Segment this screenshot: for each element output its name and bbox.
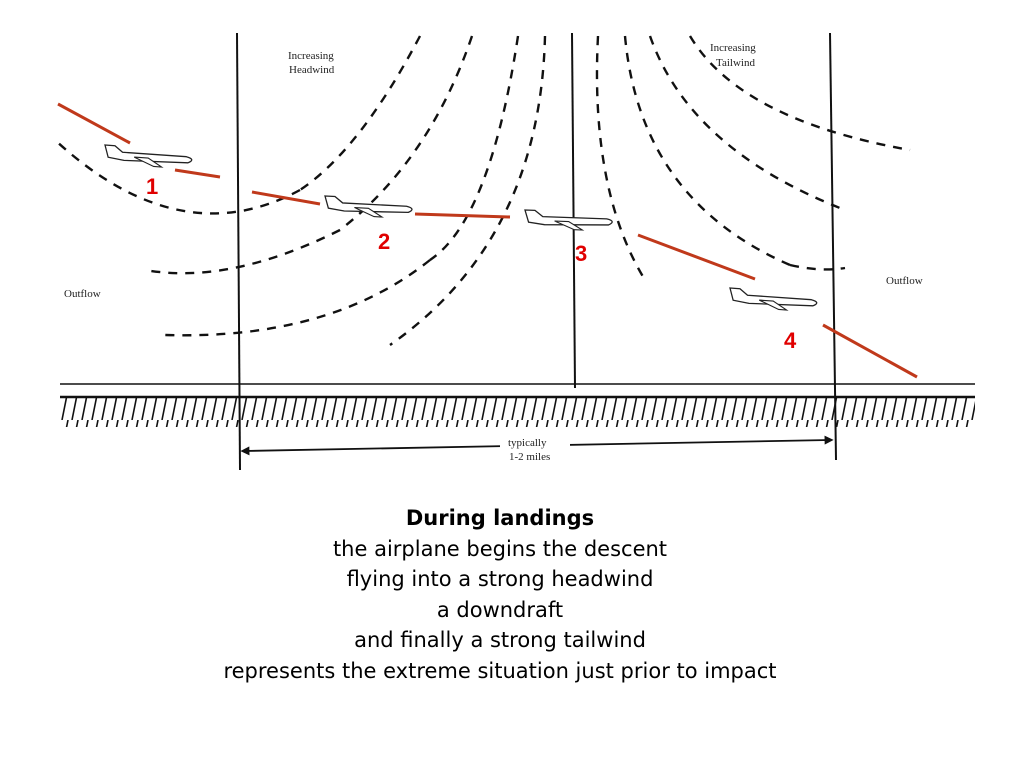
flight-path-segment: [174, 168, 221, 179]
position-number-2: 2: [378, 229, 390, 254]
downdraft-arrow: [648, 35, 846, 212]
airplane-icon: [729, 287, 818, 311]
caption-line: flying into a strong headwind: [346, 567, 654, 591]
flight-path-segment: [414, 212, 511, 219]
position-number-1: 1: [146, 174, 158, 199]
headwind-label-line1: Increasing: [288, 50, 334, 62]
headwind-label-line2: Headwind: [289, 64, 335, 76]
downdraft-arrow: [389, 35, 547, 346]
ground: [60, 383, 975, 427]
position-number-4: 4: [784, 328, 797, 353]
outflow-label-right: Outflow: [886, 275, 923, 287]
position-number-3: 3: [575, 241, 587, 266]
outflow-arrow: [54, 139, 301, 215]
boundary-line-right: [829, 32, 837, 461]
flight-path-segment: [57, 102, 131, 145]
downdraft-arrow: [299, 35, 422, 191]
outflow-label-left: Outflow: [64, 288, 101, 300]
wind-flow-arrows: [54, 35, 911, 346]
caption: During landings the airplane begins the …: [0, 503, 1000, 686]
distance-label-line1: typically: [508, 437, 547, 449]
downdraft-arrow: [339, 35, 474, 231]
caption-line: represents the extreme situation just pr…: [223, 658, 777, 683]
flight-path-segment: [637, 233, 756, 281]
flight-path-segment: [251, 190, 321, 206]
tailwind-label-line1: Increasing: [710, 42, 756, 54]
airplane-icon: [104, 144, 193, 168]
tailwind-label-line2: Tailwind: [716, 57, 755, 69]
boundary-line-center: [571, 32, 576, 389]
zone-boundaries: [236, 32, 837, 471]
caption-line: the airplane begins the descent: [332, 536, 668, 561]
downdraft-arrow: [595, 35, 647, 281]
downdraft-arrow: [688, 35, 911, 152]
microburst-diagram: 1 2 3 4 Increasing Headwind Increasing T…: [54, 32, 975, 471]
flight-path-segment: [822, 323, 918, 379]
boundary-line-left: [236, 32, 241, 471]
flight-path: [57, 102, 918, 379]
distance-label-line2: 1-2 miles: [509, 451, 550, 463]
airplane-icon: [324, 195, 413, 218]
distance-dimension: typically 1-2 miles: [240, 435, 834, 463]
airplane-icon: [524, 209, 613, 231]
caption-title: During landings: [405, 506, 595, 530]
outflow-arrow: [789, 263, 846, 271]
outflow-arrow: [144, 228, 341, 275]
caption-line: a downdraft: [436, 597, 564, 622]
outflow-arrow: [164, 259, 431, 337]
downdraft-arrow: [429, 35, 520, 261]
downdraft-arrow: [623, 35, 791, 267]
caption-line: and finally a strong tailwind: [354, 628, 646, 652]
